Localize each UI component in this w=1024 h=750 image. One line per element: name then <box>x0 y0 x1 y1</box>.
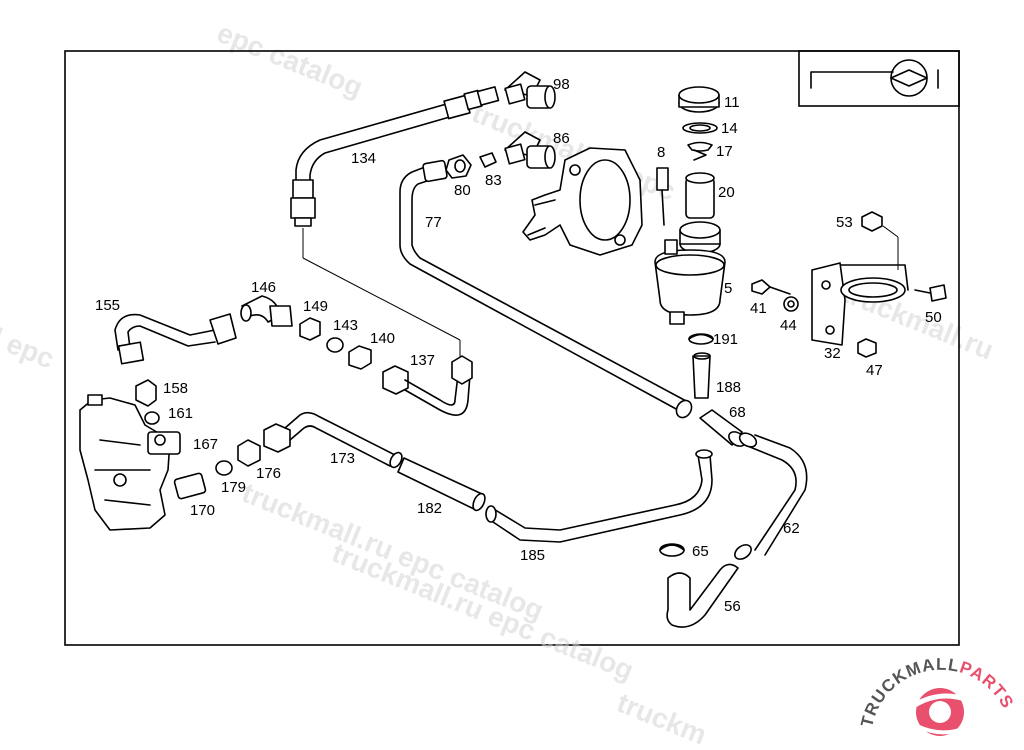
callout-134: 134 <box>351 150 376 167</box>
callout-65: 65 <box>692 543 709 560</box>
fittings-149-143-140 <box>299 317 372 370</box>
callout-11: 11 <box>724 94 740 111</box>
clamp-191-sleeve-188 <box>688 333 714 399</box>
callout-50: 50 <box>925 309 942 326</box>
steering-pump <box>522 147 643 256</box>
callout-17: 17 <box>716 143 733 160</box>
callout-32: 32 <box>824 345 841 362</box>
callout-47: 47 <box>866 362 883 379</box>
watermark: truckmall.ru epc catalog <box>328 537 638 686</box>
callout-44: 44 <box>780 317 797 334</box>
hose-155 <box>114 313 237 365</box>
hose-77 <box>399 159 693 419</box>
gear-icon <box>913 688 969 736</box>
hose-68-62 <box>699 409 808 560</box>
valve-block <box>79 394 171 531</box>
callout-140: 140 <box>370 330 395 347</box>
callout-8: 8 <box>657 144 665 161</box>
elbow-146 <box>240 295 293 327</box>
callout-176: 176 <box>256 465 281 482</box>
callout-173: 173 <box>330 450 355 467</box>
fitting-98 <box>504 71 556 109</box>
callout-188: 188 <box>716 379 741 396</box>
callout-56: 56 <box>724 598 741 615</box>
callout-185: 185 <box>520 547 545 564</box>
callout-14: 14 <box>721 120 738 137</box>
callout-179: 179 <box>221 479 246 496</box>
bracket-clamp <box>751 211 947 358</box>
clamp-65-hose-56 <box>659 543 739 628</box>
callout-80: 80 <box>454 182 471 199</box>
callout-62: 62 <box>783 520 800 537</box>
callout-83: 83 <box>485 172 502 189</box>
hose-137 <box>382 355 473 416</box>
callout-161: 161 <box>168 405 193 422</box>
callout-146: 146 <box>251 279 276 296</box>
orientation-inset <box>798 50 960 107</box>
hose-185 <box>485 449 713 543</box>
callout-170: 170 <box>190 502 215 519</box>
callout-5: 5 <box>724 280 732 297</box>
fitting-86 <box>504 131 556 169</box>
callout-143: 143 <box>333 317 358 334</box>
callout-86: 86 <box>553 130 570 147</box>
callout-155: 155 <box>95 297 120 314</box>
callout-167: 167 <box>193 436 218 453</box>
callout-158: 158 <box>163 380 188 397</box>
hose-173 <box>263 411 403 469</box>
callout-191: 191 <box>713 331 738 348</box>
callout-53: 53 <box>836 214 853 231</box>
hose-134 <box>290 86 500 360</box>
callout-labels: 98 134 86 8 11 14 17 20 80 83 77 53 5 41… <box>95 76 942 615</box>
watermark: l epc <box>0 322 59 375</box>
logo-text-accent: PARTS <box>957 658 1017 712</box>
watermark: truckm <box>613 687 711 750</box>
fittings-176-179-170 <box>173 439 261 500</box>
callout-20: 20 <box>718 184 735 201</box>
sleeve-182 <box>397 457 486 512</box>
callout-182: 182 <box>417 500 442 517</box>
reservoir-stack <box>654 86 726 325</box>
diagram-frame <box>64 50 960 646</box>
part-8 <box>656 167 669 226</box>
callout-137: 137 <box>410 352 435 369</box>
callout-149: 149 <box>303 298 328 315</box>
watermark: epc catalog <box>213 17 367 103</box>
callout-77: 77 <box>425 214 442 231</box>
callout-41: 41 <box>750 300 767 317</box>
fittings-158-161-167 <box>135 379 181 455</box>
callout-98: 98 <box>553 76 570 93</box>
callout-68: 68 <box>729 404 746 421</box>
brand-logo: TRUCKMALLPARTS <box>857 655 1017 736</box>
